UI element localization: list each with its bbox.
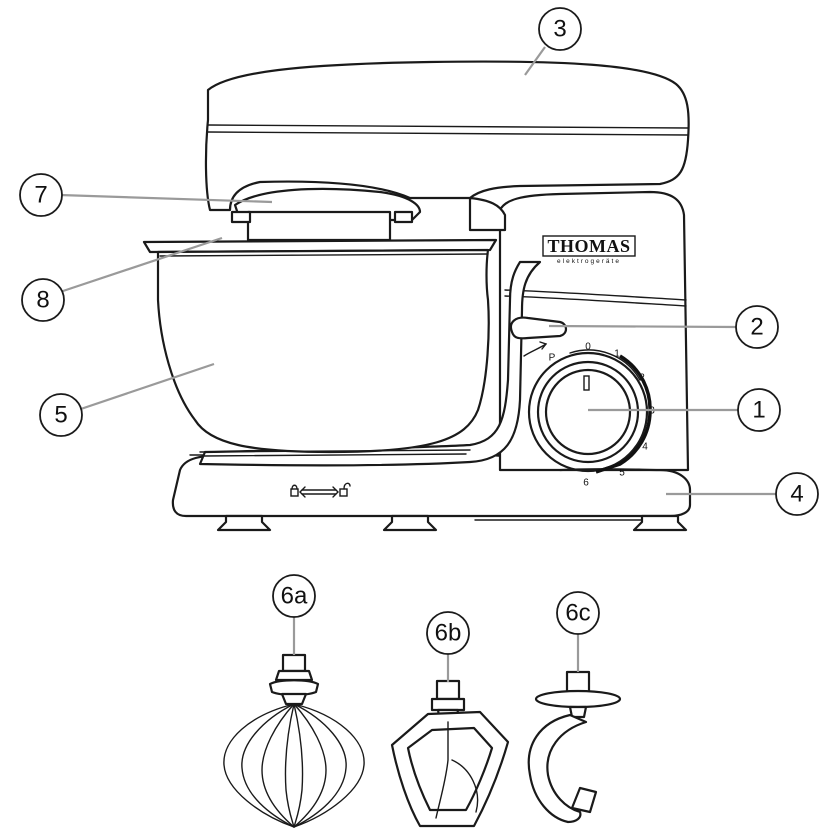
brand-logo: THOMAS elektrogeräte [542,235,636,265]
whisk-attachment [223,653,365,828]
callout-7: 7 [19,173,63,217]
flat-beater-attachment [390,679,510,828]
callout-6b: 6b [426,611,470,655]
svg-text:6c: 6c [565,600,590,627]
mixer-head [204,60,690,212]
brand-subtitle: elektrogeräte [557,258,621,265]
dial-label-p: P [549,353,556,364]
brand-name: THOMAS [547,236,630,256]
callout-8: 8 [21,278,65,322]
mixer-feet [216,514,688,532]
callout-6a: 6a [272,574,316,618]
lock-unlock-icon [290,482,351,498]
dial-label-1: 1 [614,349,620,360]
callout-4: 4 [775,472,819,516]
svg-text:8: 8 [36,287,49,314]
svg-text:4: 4 [790,481,803,508]
callout-6c: 6c [556,591,600,635]
mixer-body: THOMAS elektrogeräte P 0 1 2 3 4 5 6 [142,60,692,532]
callout-3: 3 [538,7,582,51]
dial-label-4: 4 [642,442,648,453]
svg-text:1: 1 [752,397,765,424]
dial-label-6: 6 [583,478,589,489]
bowl-arm [198,260,542,467]
callouts: 3 7 8 5 2 1 4 6a [19,7,819,655]
dial-label-5: 5 [619,468,625,479]
speed-dial[interactable]: P 0 1 2 3 4 5 6 [527,342,655,489]
callout-1: 1 [737,388,781,432]
dial-label-2: 2 [639,373,645,384]
svg-text:7: 7 [34,182,47,209]
dial-label-0: 0 [585,342,591,353]
svg-text:5: 5 [54,402,67,429]
leader-lines [59,46,776,682]
dough-hook-attachment [527,670,622,824]
callout-5: 5 [39,393,83,437]
splash-guard-lid [142,210,498,254]
head-release-lever[interactable] [509,316,568,357]
svg-text:6a: 6a [281,583,308,610]
svg-text:2: 2 [750,314,763,341]
svg-text:3: 3 [553,16,566,43]
callout-2: 2 [735,305,779,349]
mixing-bowl [156,248,490,454]
svg-text:6b: 6b [435,620,462,647]
